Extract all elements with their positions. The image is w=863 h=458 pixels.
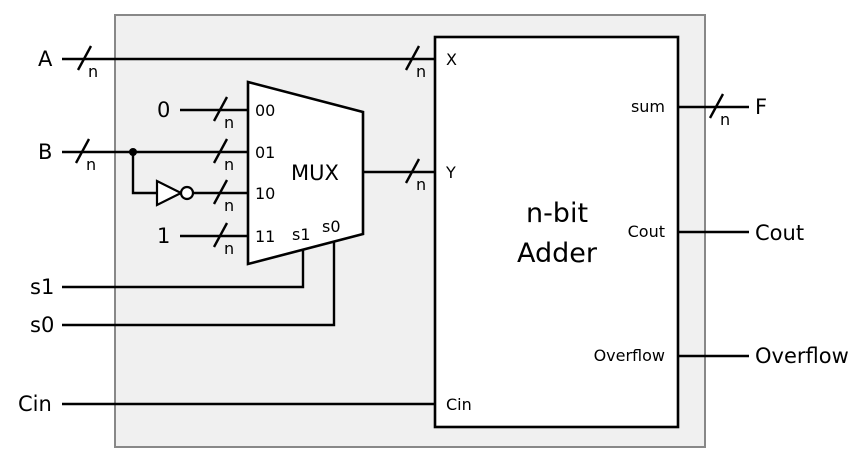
label-const-zero: 0 (157, 98, 170, 122)
mux-label: MUX (291, 161, 339, 185)
bus-slash-b (74, 138, 91, 164)
mux-select-s0: s0 (322, 217, 341, 236)
label-s0: s0 (30, 313, 54, 337)
mux-select-s1: s1 (292, 225, 311, 244)
adder-pin-cin: Cin (446, 395, 472, 414)
adder-pin-y: Y (445, 163, 456, 182)
inverter-gate (155, 179, 184, 207)
bus-slash-01 (212, 138, 229, 164)
mux-input-11: 11 (255, 227, 275, 246)
bus-width-01: n (224, 155, 234, 174)
label-a: A (38, 47, 53, 71)
wire-s1 (62, 249, 305, 289)
label-b: B (38, 140, 52, 164)
inverter-bubble (179, 185, 195, 201)
bus-slash-x (404, 45, 421, 71)
mux-block (246, 80, 365, 266)
bus-slash-11 (212, 222, 229, 248)
bus-width-11: n (224, 239, 234, 258)
bus-width-x: n (416, 62, 426, 81)
label-const-one: 1 (157, 224, 170, 248)
label-cin: Cin (18, 392, 52, 416)
bus-slash-10 (212, 179, 229, 205)
bus-width-f: n (720, 110, 730, 129)
bus-width-a: n (88, 62, 98, 81)
bus-width-00: n (224, 113, 234, 132)
label-f: F (755, 95, 767, 119)
adder-title-line2: Adder (517, 238, 598, 269)
mux-input-01: 01 (255, 143, 275, 162)
adder-pin-cout: Cout (628, 222, 665, 241)
bus-width-y: n (416, 175, 426, 194)
bus-slash-f (708, 93, 725, 119)
wire-b-branch (131, 152, 157, 195)
bus-slash-y (404, 158, 421, 184)
adder-pin-overflow: Overflow (594, 346, 665, 365)
mux-input-10: 10 (255, 184, 275, 203)
adder-pin-x: X (446, 50, 457, 69)
bus-slash-00 (212, 96, 229, 122)
label-cout: Cout (755, 221, 804, 245)
label-overflow: Overflow (755, 344, 849, 368)
adder-pin-sum: sum (631, 97, 665, 116)
bus-slash-a (76, 45, 93, 71)
bus-width-10: n (224, 196, 234, 215)
bus-width-b: n (86, 155, 96, 174)
wire-s0 (62, 241, 336, 327)
label-s1: s1 (30, 275, 54, 299)
adder-block (433, 35, 680, 429)
adder-title-line1: n-bit (526, 198, 588, 229)
mux-input-00: 00 (255, 101, 275, 120)
